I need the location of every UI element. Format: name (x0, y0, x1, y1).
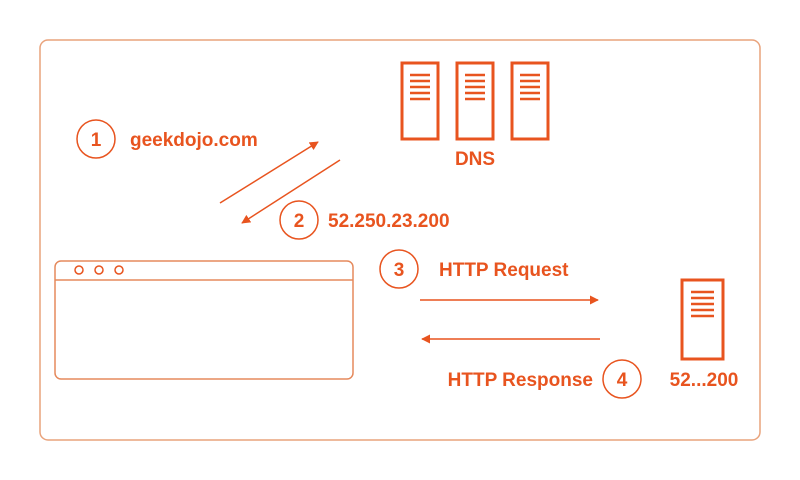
step-3-badge (379, 249, 419, 289)
step-3-number: 3 (394, 260, 405, 281)
step-2-badge (279, 200, 319, 240)
server-rack-icon (510, 61, 550, 141)
step-4-badge (602, 359, 642, 399)
step-1: 1 geekdojo.com (76, 119, 258, 159)
step-1-label: geekdojo.com (130, 130, 258, 151)
step-2-number: 2 (294, 211, 305, 232)
step-1-number: 1 (91, 130, 102, 151)
window-control-dot (94, 265, 104, 275)
step-4-label: HTTP Response (448, 370, 593, 391)
step-2: 2 52.250.23.200 (279, 200, 450, 240)
window-control-dot (114, 265, 124, 275)
step-3-label: HTTP Request (439, 260, 569, 281)
dns-label: DNS (455, 149, 495, 170)
step-4-number: 4 (617, 370, 628, 391)
server-rack-icon (400, 61, 440, 141)
dns-servers (400, 61, 550, 141)
step-4: HTTP Response 4 (448, 359, 642, 399)
web-server-label: 52...200 (670, 370, 739, 391)
step-1-badge (76, 119, 116, 159)
window-control-dot (74, 265, 84, 275)
server-icon (680, 278, 725, 361)
dns-response-arrow (241, 159, 341, 224)
dns-query-arrow (219, 141, 319, 204)
step-2-label: 52.250.23.200 (328, 211, 450, 232)
server-rack-icon (455, 61, 495, 141)
diagram-frame (39, 39, 761, 441)
browser-window-icon (54, 260, 354, 380)
step-3: 3 HTTP Request (379, 249, 569, 289)
